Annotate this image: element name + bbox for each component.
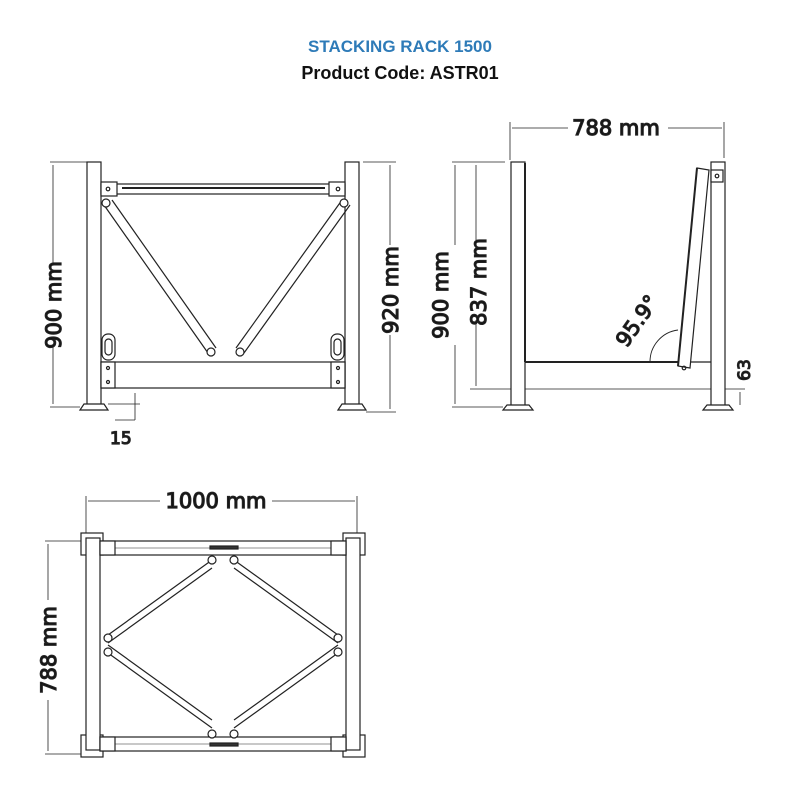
product-title: STACKING RACK 1500 <box>308 37 492 56</box>
dim-side-height-outer: 900 mm <box>429 251 453 339</box>
dim-front-height-right: 920 mm <box>379 246 403 334</box>
side-view: 788 mm 900 mm 837 mm 95.9° 63 <box>428 115 756 411</box>
dim-base-offset: 63 <box>735 359 755 381</box>
dim-foot-offset: 15 <box>110 429 132 449</box>
dim-side-width: 788 mm <box>572 116 660 140</box>
dim-top-depth: 788 mm <box>37 606 61 694</box>
dim-front-height-left: 900 mm <box>42 261 66 349</box>
dim-side-height-inner: 837 mm <box>467 238 491 326</box>
product-code: Product Code: ASTR01 <box>301 63 499 83</box>
dim-top-width: 1000 mm <box>165 489 266 513</box>
dim-back-angle: 95.9° <box>611 291 664 352</box>
top-view: 1000 mm 788 mm <box>36 488 366 758</box>
front-view: 900 mm 920 mm 15 <box>41 161 404 450</box>
